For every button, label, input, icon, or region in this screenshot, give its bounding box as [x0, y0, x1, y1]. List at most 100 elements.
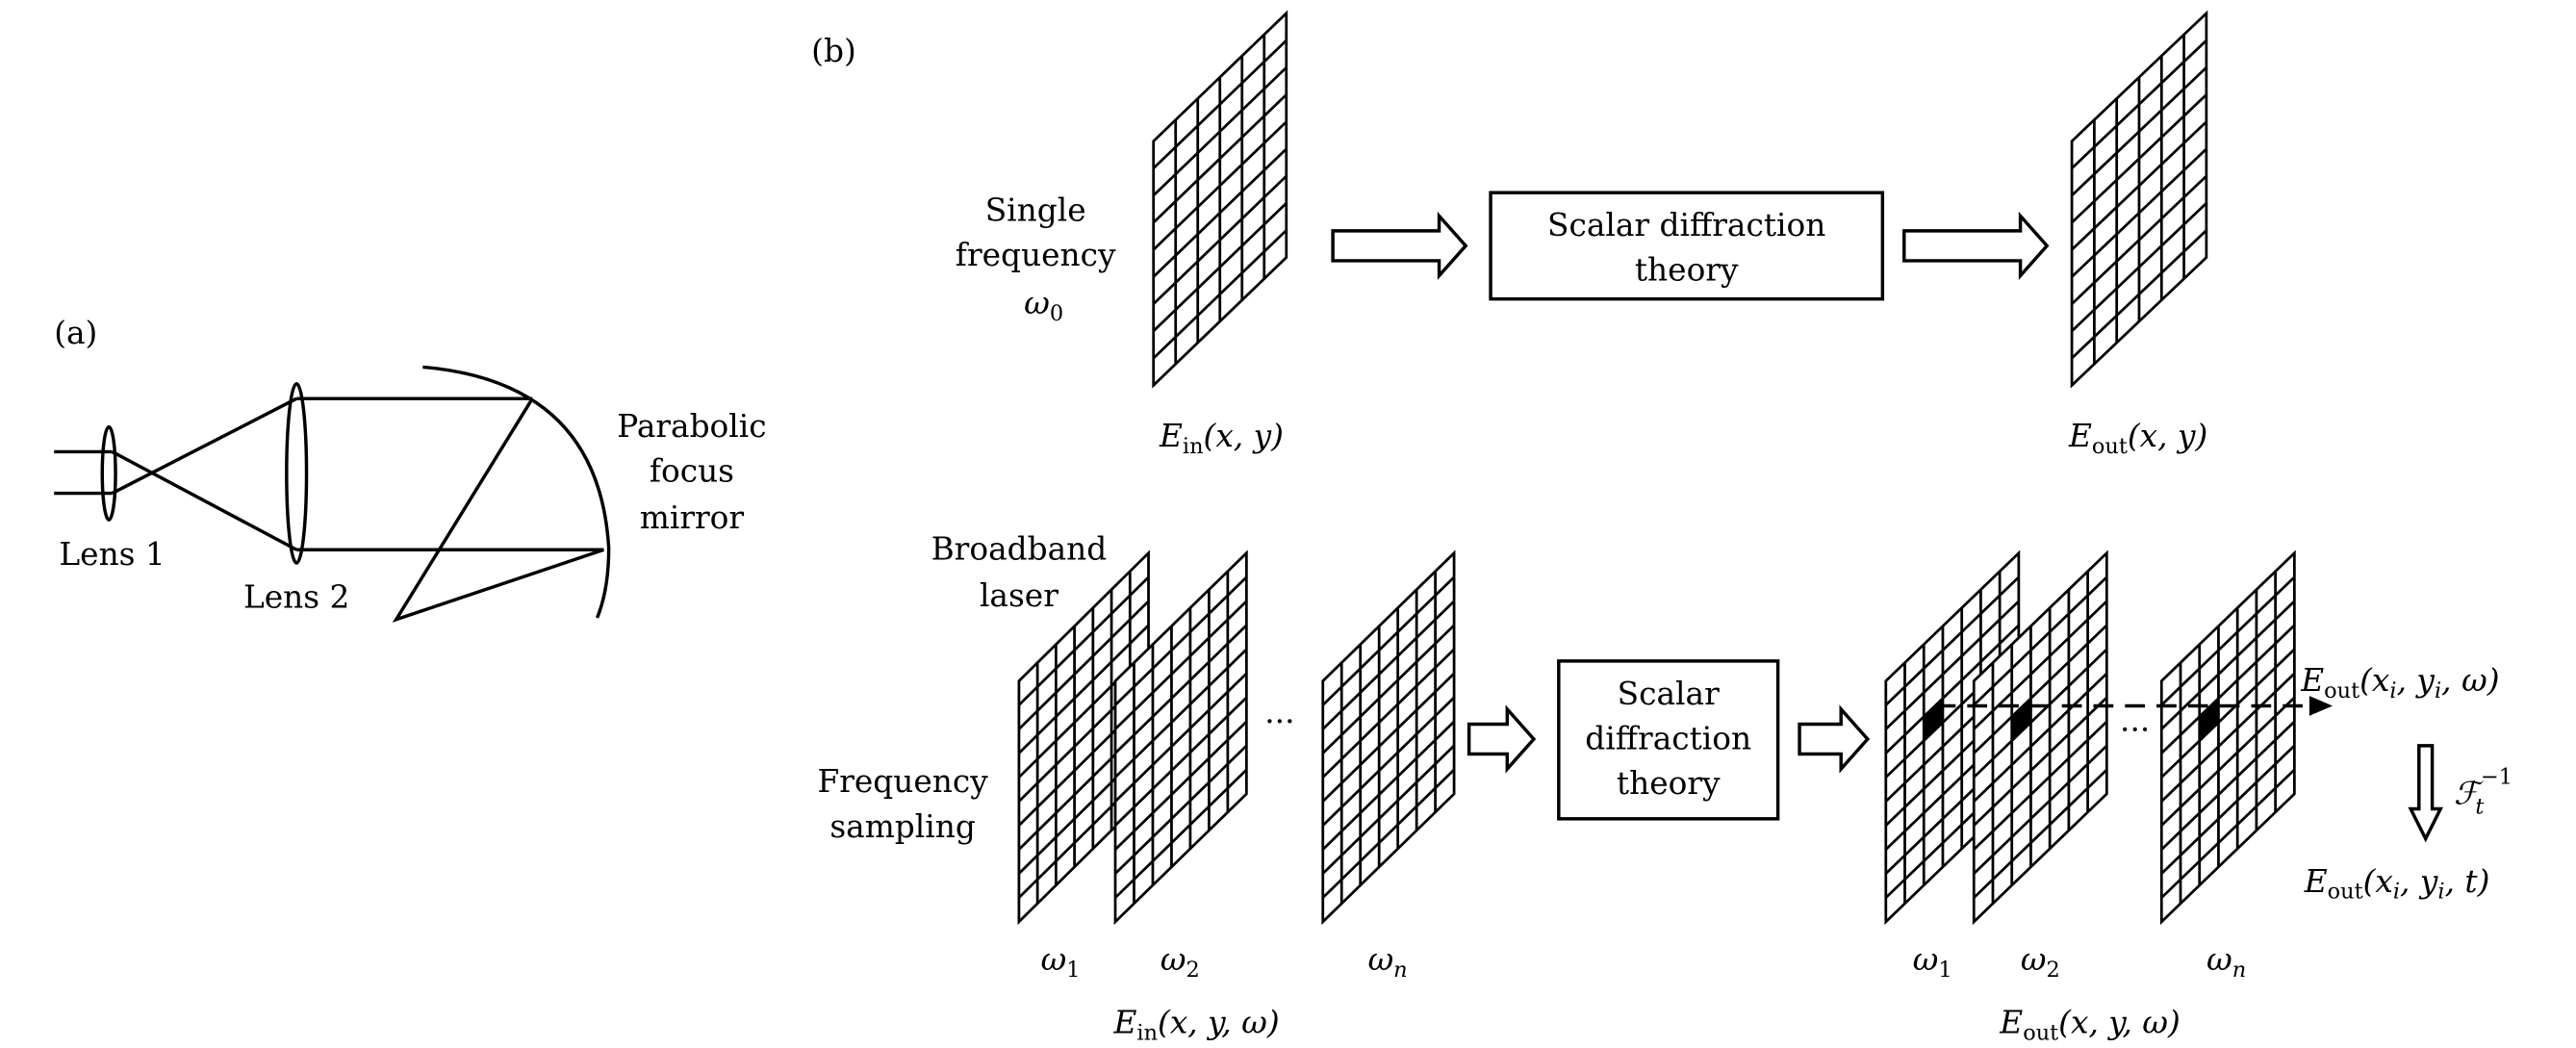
omega-out-2: ω2	[2021, 941, 2060, 983]
e-in-xyw-label: Ein(x, y, ω)	[1112, 1004, 1279, 1045]
grid-line	[2160, 624, 2296, 754]
scalar-diffraction-box-bottom	[1557, 659, 1780, 821]
grid-line	[1017, 624, 1150, 754]
grid-line	[1152, 229, 1288, 360]
input-field-plane	[1152, 10, 1288, 389]
grid-line	[1321, 696, 1456, 827]
mirror-label-3: mirror	[640, 499, 745, 536]
omega-out-n: ωn	[2206, 941, 2246, 983]
grid-line	[1884, 600, 2020, 730]
grid-line	[1884, 624, 2020, 754]
omega-in-2: ω2	[1160, 941, 1200, 983]
grid-line	[1152, 147, 1288, 278]
input-plane-omega-n	[1321, 550, 1456, 926]
grid-line	[1152, 120, 1288, 251]
omega-in-1: ω1	[1041, 941, 1081, 983]
grid-line	[1114, 575, 1248, 706]
lens-1-icon	[100, 424, 117, 522]
parabolic-mirror-icon	[422, 365, 611, 619]
e-out-point-time-label: Eout(xi, yi, t)	[2304, 863, 2490, 905]
grid-line	[2160, 672, 2296, 803]
hollow-arrow-icon	[1902, 211, 2050, 281]
sampled-point-cell	[2011, 698, 2031, 741]
lens-1-label: Lens 1	[59, 536, 165, 573]
grid-line	[1017, 600, 1150, 730]
laser-label: laser	[980, 577, 1058, 614]
arrowhead-icon	[2308, 696, 2334, 716]
ray	[111, 396, 297, 496]
mirror-label-2: focus	[650, 452, 734, 489]
input-plane-omega-2	[1113, 550, 1248, 926]
inverse-fourier-arrow-icon	[2408, 744, 2444, 843]
panel-a: (a) Lens 1 Lens 2 Parabolic focus mirror	[54, 315, 767, 623]
scalar-diffraction-box-top	[1489, 191, 1885, 301]
box-bottom-line-3: theory	[1617, 765, 1721, 802]
hollow-arrow-icon	[1798, 704, 1871, 774]
grid-line	[1152, 93, 1288, 224]
grid-line	[2071, 93, 2207, 224]
reflected-rays	[392, 397, 605, 623]
box-top-line-1: Scalar diffraction	[1547, 207, 1825, 243]
grid-line	[1152, 39, 1288, 169]
grid-line	[1152, 66, 1288, 197]
lens-2-icon	[285, 381, 309, 565]
grid-line	[1973, 648, 2108, 779]
input-plane-omega-1	[1017, 550, 1150, 926]
field-planes	[1017, 10, 2296, 926]
grid-line	[1114, 624, 1248, 754]
panel-a-label: (a)	[54, 315, 97, 351]
grid-line	[2160, 575, 2296, 706]
inverse-fourier-label: ℱt−1	[2454, 765, 2512, 820]
ellipsis-input: ···	[1264, 703, 1294, 740]
hollow-arrow-icon	[1467, 704, 1537, 774]
grid-line	[1114, 720, 1248, 851]
box-top-line-2: theory	[1635, 252, 1739, 289]
box-bottom-line-2: diffraction	[1585, 720, 1751, 756]
grid-line	[1973, 720, 2108, 851]
grid-line	[1884, 575, 2020, 706]
e-in-xy-label: Ein(x, y)	[1159, 418, 1284, 459]
grid-line	[1973, 575, 2108, 706]
grid-line	[1114, 744, 1248, 875]
grid-line	[1321, 624, 1456, 754]
ray	[111, 449, 297, 551]
e-out-xy-label: Eout(x, y)	[2068, 418, 2207, 459]
grid-line	[1973, 744, 2108, 875]
grid-line	[2160, 768, 2296, 899]
frequency-sampling-label-2: sampling	[829, 808, 976, 845]
lens-2-label: Lens 2	[243, 579, 349, 616]
grid-line	[2160, 600, 2296, 730]
grid-line	[2071, 66, 2207, 197]
grid-line	[2071, 174, 2207, 305]
grid-line	[1321, 720, 1456, 851]
grid-line	[1017, 575, 1150, 706]
grid-line	[1114, 672, 1248, 803]
grid-line	[1321, 600, 1456, 730]
e-out-xyw-label: Eout(x, y, ω)	[1999, 1004, 2181, 1045]
grid-line	[1973, 672, 2108, 803]
hollow-arrow-icon	[1331, 211, 1468, 281]
grid-line	[1321, 744, 1456, 875]
output-field-plane	[2070, 10, 2208, 389]
grid-line	[2071, 38, 2207, 169]
e-out-point-omega-label: Eout(xi, yi, ω)	[2300, 662, 2499, 703]
broadband-label: Broadband	[931, 531, 1108, 568]
grid-line	[2160, 648, 2296, 779]
panel-b: (b) Single frequency ω0 Scalar diffracti…	[811, 10, 2512, 1045]
omega-0-label: ω0	[1024, 285, 1063, 326]
grid-line	[2160, 696, 2296, 827]
grid-line	[2160, 744, 2296, 875]
sampling-point-dashed-arrow	[1935, 696, 2334, 716]
grid-line	[1321, 768, 1456, 899]
omega-in-n: ωn	[1367, 941, 1407, 983]
sampled-point-cell	[2199, 698, 2219, 741]
grid-line	[1321, 672, 1456, 803]
box-bottom-line-1: Scalar	[1618, 676, 1720, 712]
panel-b-label: (b)	[811, 33, 856, 69]
single-label: Single	[985, 192, 1086, 229]
grid-line	[2071, 147, 2207, 278]
grid-line	[1114, 600, 1248, 730]
frequency-label: frequency	[956, 237, 1116, 273]
output-plane-omega-n	[2159, 550, 2296, 926]
